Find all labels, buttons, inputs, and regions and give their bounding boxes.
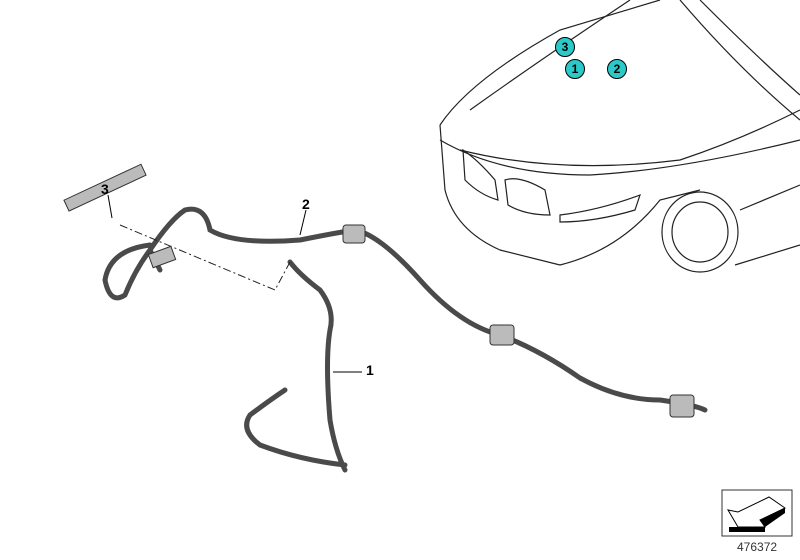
car-marker-3: 3 xyxy=(555,37,575,57)
callout-2: 2 xyxy=(302,196,310,212)
callout-3: 3 xyxy=(101,181,109,197)
car-marker-1: 1 xyxy=(565,59,585,79)
leader-lines xyxy=(107,194,362,373)
callout-1: 1 xyxy=(366,362,374,378)
car-outline xyxy=(439,0,800,273)
direction-arrow-icon xyxy=(721,489,793,537)
car-marker-2: 2 xyxy=(607,59,627,79)
image-number: 476372 xyxy=(737,540,778,554)
hose-lines xyxy=(102,206,708,473)
connectors xyxy=(63,163,695,418)
